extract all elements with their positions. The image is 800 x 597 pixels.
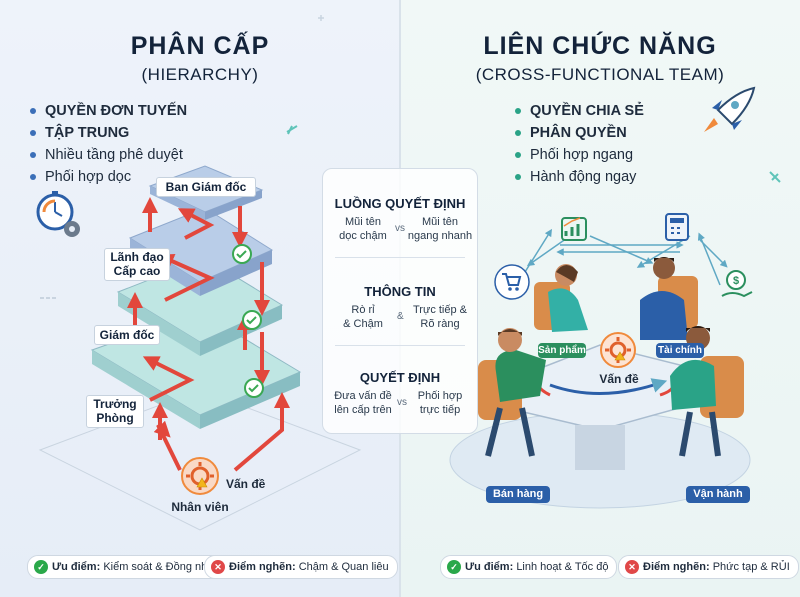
hierarchy-subtitle: (HIERARCHY)	[141, 65, 259, 84]
section-connector: vs	[397, 397, 407, 408]
bullet: QUYỀN CHIA SẺ	[515, 100, 644, 122]
bullet: Hành động ngay	[515, 166, 644, 188]
bullet: Phối hợp ngang	[515, 144, 644, 166]
level-director: Giám đốc	[94, 325, 160, 345]
section-title: QUYẾT ĐỊNH	[359, 370, 441, 385]
hierarchy-bullets: QUYỀN ĐƠN TUYẾN TẬP TRUNG Nhiều tầng phê…	[30, 100, 187, 188]
cross-title: LIÊN CHỨC NĂNG	[483, 32, 717, 60]
section-connector: vs	[395, 223, 405, 234]
section-connector: &	[397, 311, 404, 322]
sparkle-icon	[769, 171, 781, 183]
person-bottom-right	[670, 326, 744, 457]
level-top: Ban Giám đốc	[156, 177, 256, 197]
escalation-arrows	[127, 197, 290, 472]
cross-functional-panel: LIÊN CHỨC NĂNG (CROSS-FUNCTIONAL TEAM) Q…	[400, 0, 800, 597]
cross-subtitle: (CROSS-FUNCTIONAL TEAM)	[475, 65, 725, 84]
cons-pill: ✕ Điểm nghẽn: Chậm & Quan liêu	[204, 555, 398, 579]
section-left: Rò rỉ& Chậm	[343, 304, 383, 330]
svg-text:$: $	[733, 275, 739, 287]
check-icon	[232, 244, 252, 264]
issue-label: Vấn đề	[226, 477, 266, 491]
section-title: LUỒNG QUYẾT ĐỊNH	[334, 196, 466, 211]
bullet: QUYỀN ĐƠN TUYẾN	[30, 100, 187, 122]
bullet: PHÂN QUYỀN	[515, 122, 644, 144]
section-separator	[335, 345, 465, 346]
rocket-icon	[704, 86, 756, 132]
sparkle-icon	[286, 125, 298, 135]
bullet: Nhiều tầng phê duyệt	[30, 144, 187, 166]
chart-icon	[561, 217, 587, 241]
pros-pill: ✓ Ưu điểm: Kiểm soát & Đồng nhất	[27, 555, 226, 579]
check-circle-icon: ✓	[34, 560, 48, 574]
team-diagram: $	[449, 86, 781, 509]
x-circle-icon: ✕	[211, 560, 225, 574]
check-icon	[242, 310, 262, 330]
cross-bullets: QUYỀN CHIA SẺ PHÂN QUYỀN Phối hợp ngang …	[515, 100, 644, 188]
issue-gear-icon	[600, 332, 636, 368]
cons-pill: ✕ Điểm nghẽn: Phức tạp & RỦI	[618, 555, 799, 579]
bullet: TẬP TRUNG	[30, 122, 187, 144]
hierarchy-title: PHÂN CẤP	[130, 32, 270, 60]
bullet: Phối hợp dọc	[30, 166, 187, 188]
cart-icon	[494, 264, 530, 300]
role-tag-product: Sản phẩm	[538, 343, 586, 358]
check-circle-icon: ✓	[447, 560, 461, 574]
pros-pill: ✓ Ưu điểm: Linh hoạt & Tốc độ	[440, 555, 618, 579]
role-tag-finance: Tài chính	[656, 343, 704, 358]
level-staff: Nhân viên	[171, 500, 229, 514]
section-title: THÔNG TIN	[364, 284, 436, 299]
person-top-right	[640, 257, 698, 340]
issue-label: Vấn đề	[599, 372, 639, 386]
check-icon	[244, 378, 264, 398]
stopwatch-gear-icon	[36, 191, 80, 237]
section-separator	[335, 257, 465, 258]
person-top-left	[534, 264, 588, 332]
section-right: Trực tiếp &Rõ ràng	[412, 304, 468, 330]
role-tag-sales: Bán hàng	[486, 486, 550, 503]
person-bottom-left	[478, 328, 546, 457]
x-circle-icon: ✕	[625, 560, 639, 574]
role-tag-operations: Vận hành	[686, 486, 750, 503]
plus-icon	[318, 15, 324, 21]
calculator-icon	[665, 213, 689, 241]
issue-gear-icon	[181, 457, 219, 495]
ground-outline	[38, 389, 362, 531]
money-hand-icon: $	[721, 270, 753, 298]
return-arrows	[232, 206, 270, 386]
